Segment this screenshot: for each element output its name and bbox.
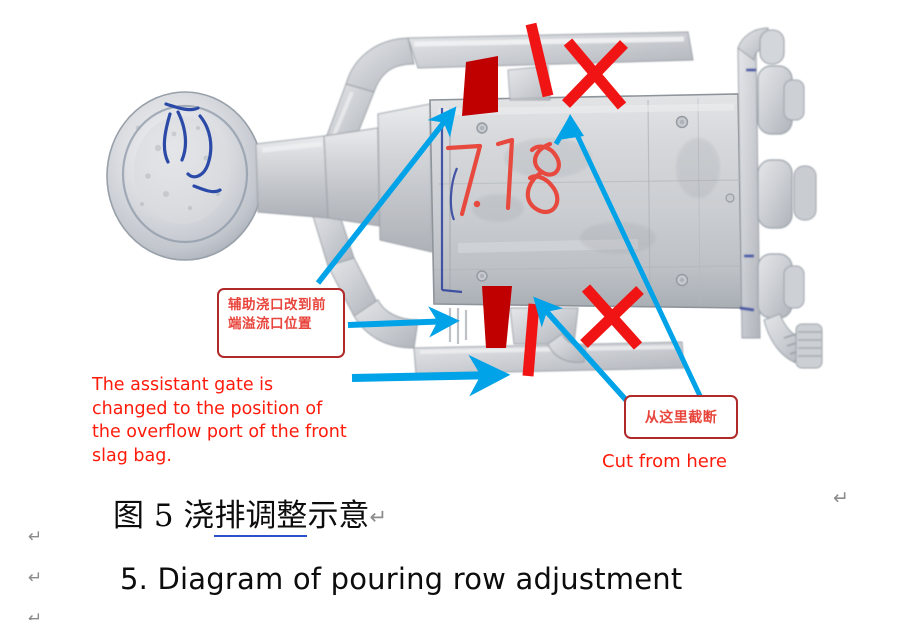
caption-prefix: 图 5 浇 xyxy=(113,498,215,534)
return-mark-margin-3: ↵ xyxy=(28,609,43,620)
figure-caption-english: 5. Diagram of pouring row adjustment xyxy=(120,562,683,596)
caption-suffix: 示意 xyxy=(307,498,370,534)
return-mark-margin-2: ↵ xyxy=(28,568,43,588)
callout-cut-here-text: 从这里截断 xyxy=(644,410,718,426)
callout-assistant-gate-text: 辅助浇口改到前端溢流口位置 xyxy=(228,297,326,332)
callout-cut-here[interactable]: 从这里截断 xyxy=(624,395,738,439)
casting-photo-graphic xyxy=(106,27,823,375)
caption-return-mark: ↵ xyxy=(369,505,388,529)
return-mark-margin-1: ↵ xyxy=(28,527,43,547)
note-cut-from-here-english: Cut from here xyxy=(602,451,727,472)
figure-caption-chinese: 图 5 浇排调整示意↵ xyxy=(113,496,388,537)
casting-photograph xyxy=(78,8,838,398)
caption-underlined-text: 排调整 xyxy=(214,498,308,537)
callout-assistant-gate[interactable]: 辅助浇口改到前端溢流口位置 xyxy=(217,288,345,358)
return-mark-right: ↵ xyxy=(833,487,849,509)
note-assistant-gate-english: The assistant gate is changed to the pos… xyxy=(92,375,347,466)
